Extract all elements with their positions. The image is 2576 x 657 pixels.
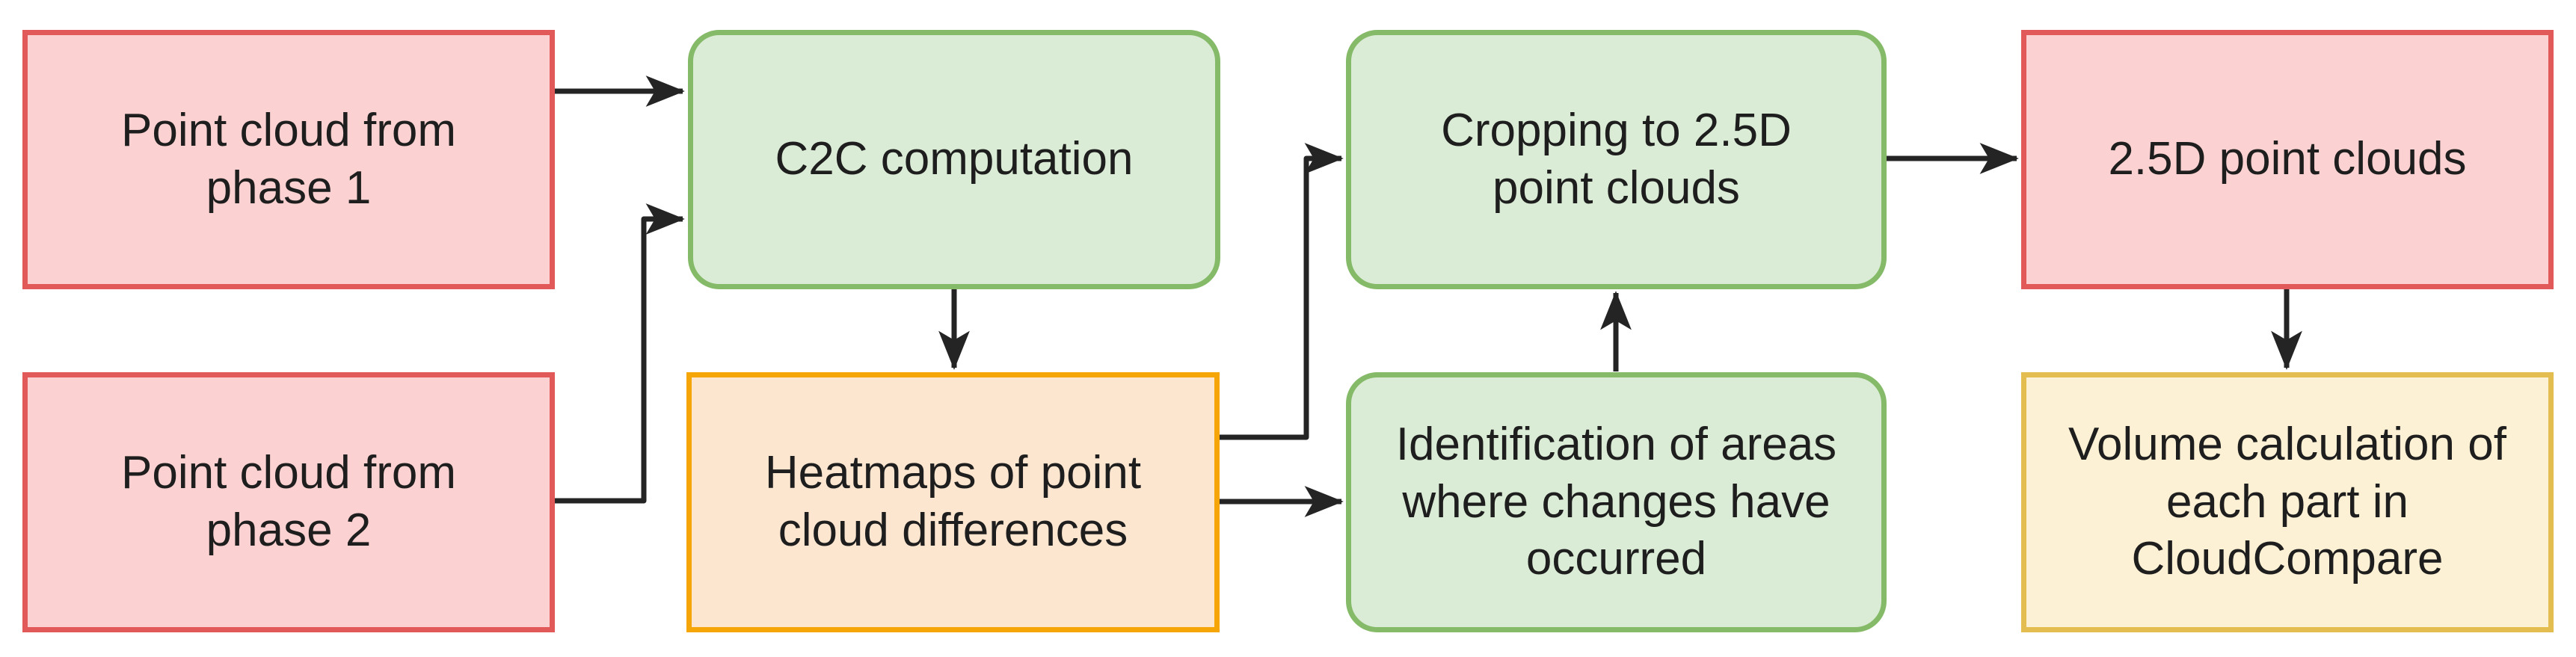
node-cropping-to-25d: Cropping to 2.5D point clouds — [1346, 30, 1887, 289]
node-point-cloud-phase-2: Point cloud from phase 2 — [22, 372, 555, 632]
node-c2c-computation: C2C computation — [688, 30, 1220, 289]
node-identification-of-areas: Identification of areas where changes ha… — [1346, 372, 1887, 632]
edge-heatmaps-to-cropping — [1220, 143, 1344, 440]
edge-phase2-to-c2c — [554, 203, 685, 504]
node-point-cloud-phase-1: Point cloud from phase 1 — [22, 30, 555, 289]
node-volume-calculation: Volume calculation of each part in Cloud… — [2021, 372, 2554, 632]
node-heatmaps-of-differences: Heatmaps of point cloud differences — [686, 372, 1220, 632]
node-25d-point-clouds: 2.5D point clouds — [2021, 30, 2554, 289]
